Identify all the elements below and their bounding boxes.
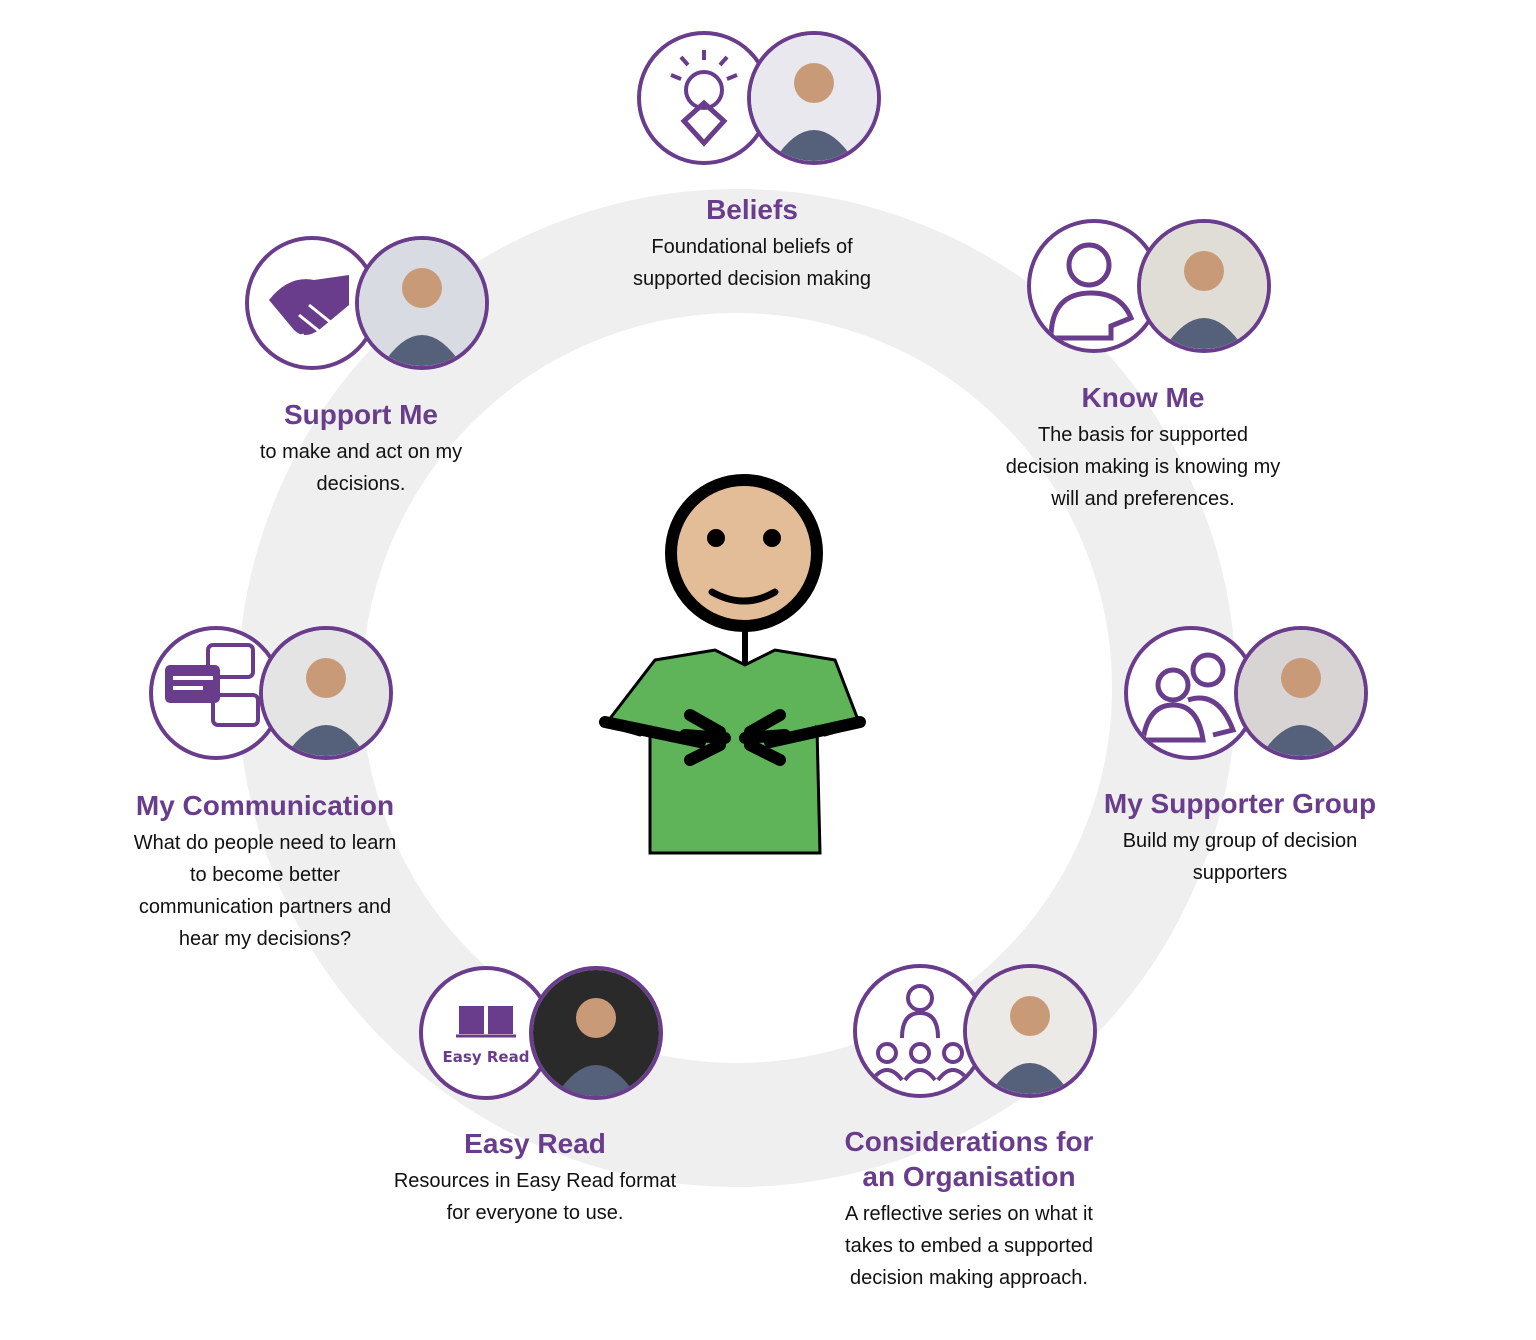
considerations-photo[interactable] [963, 964, 1097, 1098]
beliefs-heading[interactable]: Beliefs [706, 194, 798, 225]
beliefs-photo[interactable] [747, 31, 881, 165]
know-me-photo[interactable] [1137, 219, 1271, 353]
support-me-image-pair[interactable] [245, 236, 489, 370]
support-me-photo[interactable] [355, 236, 489, 370]
easy-read-icon-label: Easy Read [443, 1048, 530, 1066]
easy-read-photo[interactable] [529, 966, 663, 1100]
central-person-symbol [599, 474, 866, 855]
easy-read-image-pair[interactable]: Easy Read [419, 966, 663, 1100]
my-supporter-group-photo[interactable] [1234, 626, 1368, 760]
considerations-image-pair[interactable] [853, 964, 1097, 1098]
my-supporter-group-heading[interactable]: My Supporter Group [1103, 788, 1377, 819]
know-me-heading[interactable]: Know Me [1081, 382, 1205, 413]
beliefs-image-pair[interactable] [637, 31, 881, 165]
my-supporter-group-image-pair[interactable] [1124, 626, 1368, 760]
support-me-heading[interactable]: Support Me [284, 399, 438, 430]
my-communication-photo[interactable] [259, 626, 393, 760]
easy-read-heading[interactable]: Easy Read [464, 1128, 606, 1159]
my-communication-image-pair[interactable] [149, 626, 393, 760]
know-me-image-pair[interactable] [1027, 219, 1271, 353]
my-communication-heading[interactable]: My Communication [135, 790, 395, 821]
